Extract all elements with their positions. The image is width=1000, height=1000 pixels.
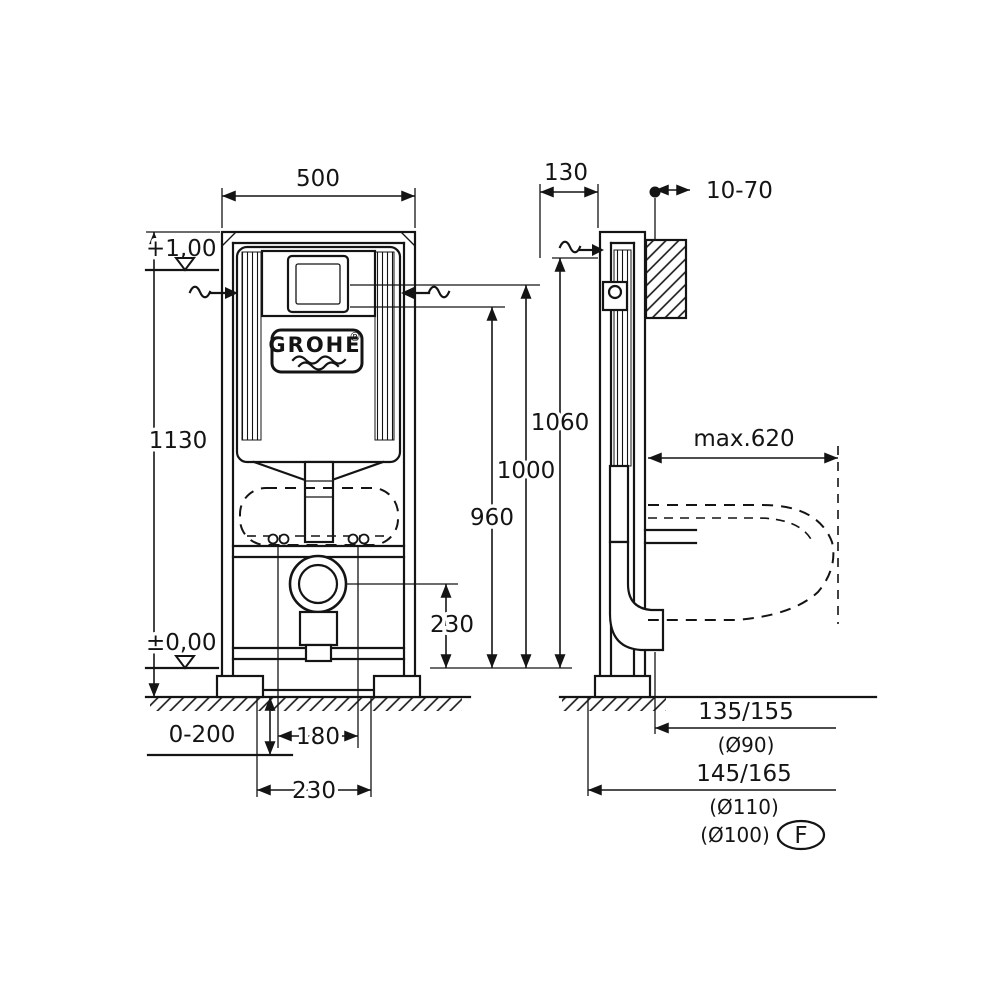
dim-anchor-spacing-230: 230 — [256, 697, 372, 808]
drain-elbow-side — [608, 540, 665, 652]
arrow-right-icon — [225, 287, 238, 299]
flush-plate — [286, 254, 350, 314]
level-triangle-icon — [174, 257, 196, 272]
dim-height-1060: 1060 — [527, 257, 598, 668]
flush-pipe-front — [303, 460, 335, 544]
brand-text: GROHE — [268, 333, 361, 357]
dim-label-500: 500 — [296, 166, 340, 192]
dim-label-135-155: 135/155 — [698, 699, 794, 725]
dim-label-dia110: (Ø110) — [709, 795, 779, 819]
water-level-mark-side — [558, 240, 604, 256]
dim-label-230-right: 230 — [430, 612, 474, 638]
logo-wave-1 — [291, 355, 347, 365]
dim-label-10-70: 10-70 — [706, 178, 773, 204]
type-marker-label: F — [794, 823, 807, 849]
level-label-zero: ±0,00 — [146, 630, 216, 656]
dim-label-1060: 1060 — [531, 410, 590, 436]
frame-foot-left — [215, 674, 265, 699]
front-view: GROHE ® — [188, 230, 451, 699]
arrow-right-icon — [592, 244, 604, 256]
dim-label-145-165: 145/165 — [696, 761, 792, 787]
side-view — [558, 186, 835, 699]
dim-height-1130: 1130 — [145, 231, 220, 697]
level-triangle-icon — [174, 655, 196, 670]
dim-wall-distance-10-70: 10-70 — [655, 175, 776, 208]
dim-depth-130: 130 — [539, 157, 599, 258]
logo-wave-2 — [297, 361, 340, 371]
frame-foot-right — [372, 674, 422, 699]
dim-label-1130: 1130 — [149, 428, 208, 454]
fill-valve-connection — [601, 280, 629, 312]
threaded-wall-rod — [644, 238, 688, 320]
floor-hatch-right — [562, 698, 666, 711]
level-mark-upper: +1,00 — [143, 233, 220, 272]
dim-label-960: 960 — [470, 505, 514, 531]
dim-floor-adjust-0-200: 0-200 — [146, 697, 294, 757]
dim-label-230-bottom: 230 — [292, 778, 336, 804]
dim-label-1000: 1000 — [497, 458, 556, 484]
flush-pipe-side — [608, 464, 630, 544]
level-mark-floor: ±0,00 — [143, 627, 220, 670]
water-level-mark-left — [188, 285, 238, 299]
bowl-outline-side — [648, 504, 835, 621]
dim-height-960: 960 — [350, 306, 517, 668]
water-level-mark-right — [401, 285, 451, 299]
dim-drain-height-230: 230 — [347, 583, 477, 668]
mounting-frame-front — [215, 230, 422, 699]
registered-mark: ® — [349, 330, 361, 344]
dim-label-dia100: (Ø100) — [700, 823, 770, 847]
dim-label-0-200: 0-200 — [169, 722, 236, 748]
floor-hatch-left — [150, 698, 462, 711]
dim-max-projection-620: max.620 — [648, 423, 839, 624]
fixing-bolts — [267, 533, 370, 545]
dim-label-180: 180 — [296, 724, 340, 750]
dim-width-500: 500 — [221, 163, 416, 228]
dim-label-dia90: (Ø90) — [718, 733, 775, 757]
dim-label-130: 130 — [544, 160, 588, 186]
dim-outlet-145-165: 145/165 (Ø110) (Ø100) F — [587, 697, 836, 853]
dim-outlet-135-155: 135/155 (Ø90) — [654, 652, 836, 761]
dimensions: 500 1130 +1,00 ±0,00 0-200 180 — [143, 157, 839, 853]
wall-fixing-point — [649, 186, 661, 198]
dim-bolt-spacing-180: 180 — [277, 546, 359, 754]
arrow-left-icon — [401, 287, 414, 299]
type-marker-ellipse — [776, 819, 826, 851]
grohe-logo: GROHE ® — [268, 328, 364, 374]
frame-foot-side — [593, 674, 652, 699]
drain-outlet-front — [288, 554, 348, 663]
dim-label-max620: max.620 — [693, 426, 794, 452]
dim-height-1000: 1000 — [350, 284, 559, 668]
